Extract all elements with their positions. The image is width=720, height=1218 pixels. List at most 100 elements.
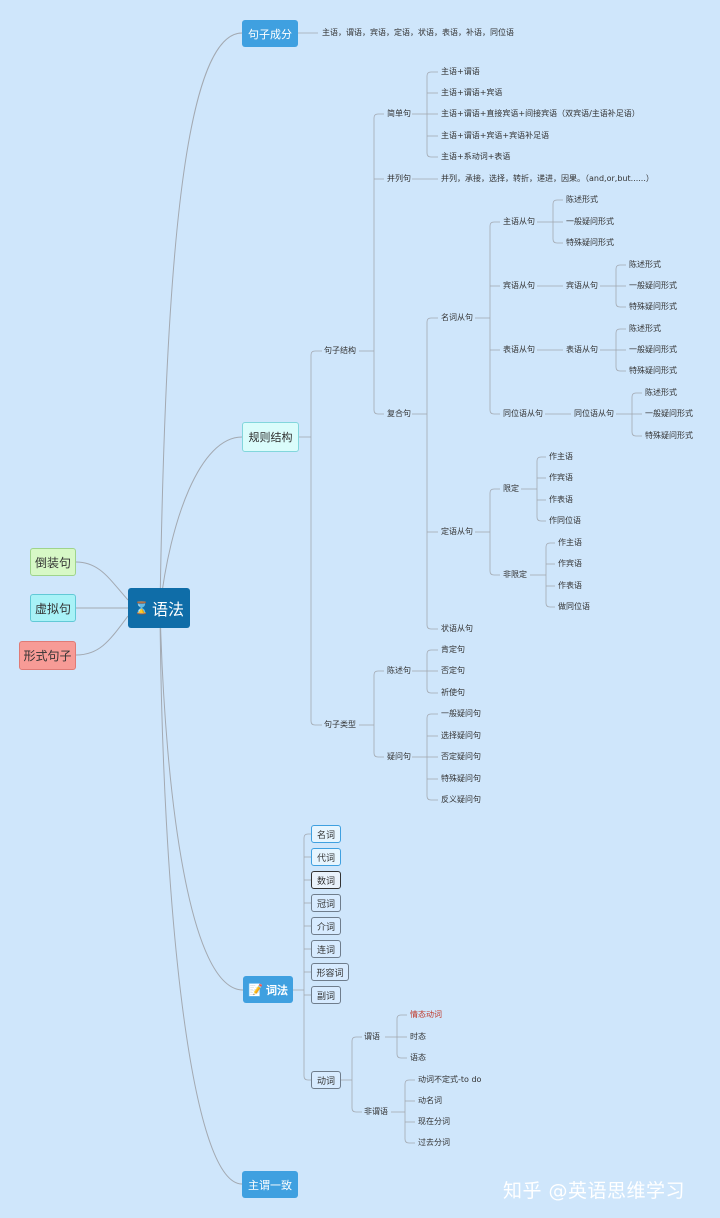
clause-form[interactable]: 特殊疑问形式 (645, 431, 693, 440)
clause-form[interactable]: 特殊疑问形式 (566, 238, 614, 247)
connector (426, 624, 438, 630)
clause-form[interactable]: 陈述形式 (645, 388, 677, 397)
node-interrogative[interactable]: 疑问句 (387, 752, 411, 761)
verb-item[interactable]: 语态 (410, 1053, 426, 1062)
node-morphology[interactable]: 📝词法 (243, 976, 293, 1003)
verb-item[interactable]: 过去分词 (418, 1138, 450, 1147)
connector (75, 615, 129, 656)
root-label: 语法 (151, 600, 184, 619)
node-sentence-types[interactable]: 句子类型 (324, 720, 356, 729)
compound-description[interactable]: 并列，承接，选择，转折，递进，因果。（and,or,but......） (441, 174, 654, 183)
node-subject-clause[interactable]: 主语从句 (503, 217, 535, 226)
connector (631, 392, 642, 398)
clause-form[interactable]: 特殊疑问形式 (629, 366, 677, 375)
node-complex-sentence[interactable]: 复合句 (387, 409, 411, 418)
pos-noun[interactable]: 名词 (311, 825, 341, 843)
pos-conjunction[interactable]: 连词 (311, 940, 341, 958)
node-formal-sentence[interactable]: 形式句子 (19, 641, 76, 670)
connector (426, 317, 438, 323)
connector (373, 113, 384, 119)
node-appositive-clause[interactable]: 同位语从句 (503, 409, 543, 418)
attributive-item[interactable]: 作表语 (558, 581, 582, 590)
connector (396, 1014, 407, 1020)
connector (310, 720, 322, 726)
pos-pronoun[interactable]: 代词 (311, 848, 341, 866)
node-sentence-structure[interactable]: 句子结构 (324, 346, 356, 355)
interrogative-item[interactable]: 一般疑问句 (441, 709, 481, 718)
node-simple-sentence[interactable]: 简单句 (387, 109, 411, 118)
declarative-item[interactable]: 祈使句 (441, 688, 465, 697)
connector (426, 71, 438, 77)
node-compound-sentence[interactable]: 并列句 (387, 174, 411, 183)
node-predicative-clause-sub[interactable]: 表语从句 (566, 345, 598, 354)
node-object-clause[interactable]: 宾语从句 (503, 281, 535, 290)
verb-item[interactable]: 动词不定式-to do (418, 1075, 482, 1084)
pos-numeral[interactable]: 数词 (311, 871, 341, 889)
hourglass-icon: ⌛ (134, 601, 149, 615)
verb-item[interactable]: 动名词 (418, 1096, 442, 1105)
clause-form[interactable]: 陈述形式 (566, 195, 598, 204)
node-finite-verb[interactable]: 谓语 (364, 1032, 380, 1041)
node-nonfinite-verb[interactable]: 非谓语 (364, 1107, 388, 1116)
node-subjunctive[interactable]: 虚拟句 (30, 594, 76, 622)
declarative-item[interactable]: 否定句 (441, 666, 465, 675)
simple-pattern[interactable]: 主语+谓语+直接宾语+间接宾语（双宾语/主语补足语） (441, 109, 640, 118)
interrogative-item[interactable]: 否定疑问句 (441, 752, 481, 761)
node-predicative-clause[interactable]: 表语从句 (503, 345, 535, 354)
root-node[interactable]: ⌛语法 (128, 588, 190, 628)
connector (373, 670, 384, 676)
clause-form[interactable]: 陈述形式 (629, 324, 661, 333)
pos-adverb[interactable]: 副词 (311, 986, 341, 1004)
node-noun-clause[interactable]: 名词从句 (441, 313, 473, 322)
node-attributive-clause[interactable]: 定语从句 (441, 527, 473, 536)
interrogative-item[interactable]: 反义疑问句 (441, 795, 481, 804)
node-object-clause-sub[interactable]: 宾语从句 (566, 281, 598, 290)
clause-form[interactable]: 一般疑问形式 (629, 345, 677, 354)
attributive-item[interactable]: 作主语 (549, 452, 573, 461)
pos-adjective[interactable]: 形容词 (311, 963, 349, 981)
connector (426, 152, 438, 158)
attributive-item[interactable]: 作宾语 (549, 473, 573, 482)
connector (159, 32, 243, 609)
node-inversion[interactable]: 倒装句 (30, 548, 76, 576)
declarative-item[interactable]: 肯定句 (441, 645, 465, 654)
node-regular-structure[interactable]: 规则结构 (242, 422, 299, 452)
pos-verb[interactable]: 动词 (311, 1071, 341, 1089)
connector (351, 1036, 362, 1042)
node-appositive-clause-sub[interactable]: 同位语从句 (574, 409, 614, 418)
attributive-item[interactable]: 作同位语 (549, 516, 581, 525)
interrogative-item[interactable]: 特殊疑问句 (441, 774, 481, 783)
node-sentence-components[interactable]: 句子成分 (242, 20, 298, 47)
clause-form[interactable]: 陈述形式 (629, 260, 661, 269)
interrogative-item[interactable]: 选择疑问句 (441, 731, 481, 740)
pos-preposition[interactable]: 介词 (311, 917, 341, 935)
node-nonrestrictive[interactable]: 非限定 (503, 570, 527, 579)
simple-pattern[interactable]: 主语+谓语 (441, 67, 480, 76)
attributive-item[interactable]: 作宾语 (558, 559, 582, 568)
node-restrictive[interactable]: 限定 (503, 484, 519, 493)
connector (489, 488, 500, 494)
pos-article[interactable]: 冠词 (311, 894, 341, 912)
connector (552, 238, 563, 244)
node-adverbial-clause[interactable]: 状语从句 (441, 624, 473, 633)
connector (303, 833, 311, 839)
clause-form[interactable]: 一般疑问形式 (645, 409, 693, 418)
node-subject-verb-agreement[interactable]: 主谓一致 (242, 1171, 298, 1198)
connector (615, 366, 626, 372)
attributive-item[interactable]: 作主语 (558, 538, 582, 547)
node-declarative[interactable]: 陈述句 (387, 666, 411, 675)
clause-form[interactable]: 一般疑问形式 (629, 281, 677, 290)
clause-form[interactable]: 一般疑问形式 (566, 217, 614, 226)
verb-item-modal[interactable]: 情态动词 (410, 1010, 442, 1019)
connector (615, 264, 626, 270)
attributive-item[interactable]: 做同位语 (558, 602, 590, 611)
connector (75, 561, 129, 601)
clause-form[interactable]: 特殊疑问形式 (629, 302, 677, 311)
simple-pattern[interactable]: 主语+系动词+表语 (441, 152, 511, 161)
attributive-item[interactable]: 作表语 (549, 495, 573, 504)
verb-item[interactable]: 现在分词 (418, 1117, 450, 1126)
simple-pattern[interactable]: 主语+谓语+宾语+宾语补足语 (441, 131, 550, 140)
verb-item[interactable]: 时态 (410, 1032, 426, 1041)
simple-pattern[interactable]: 主语+谓语+宾语 (441, 88, 503, 97)
